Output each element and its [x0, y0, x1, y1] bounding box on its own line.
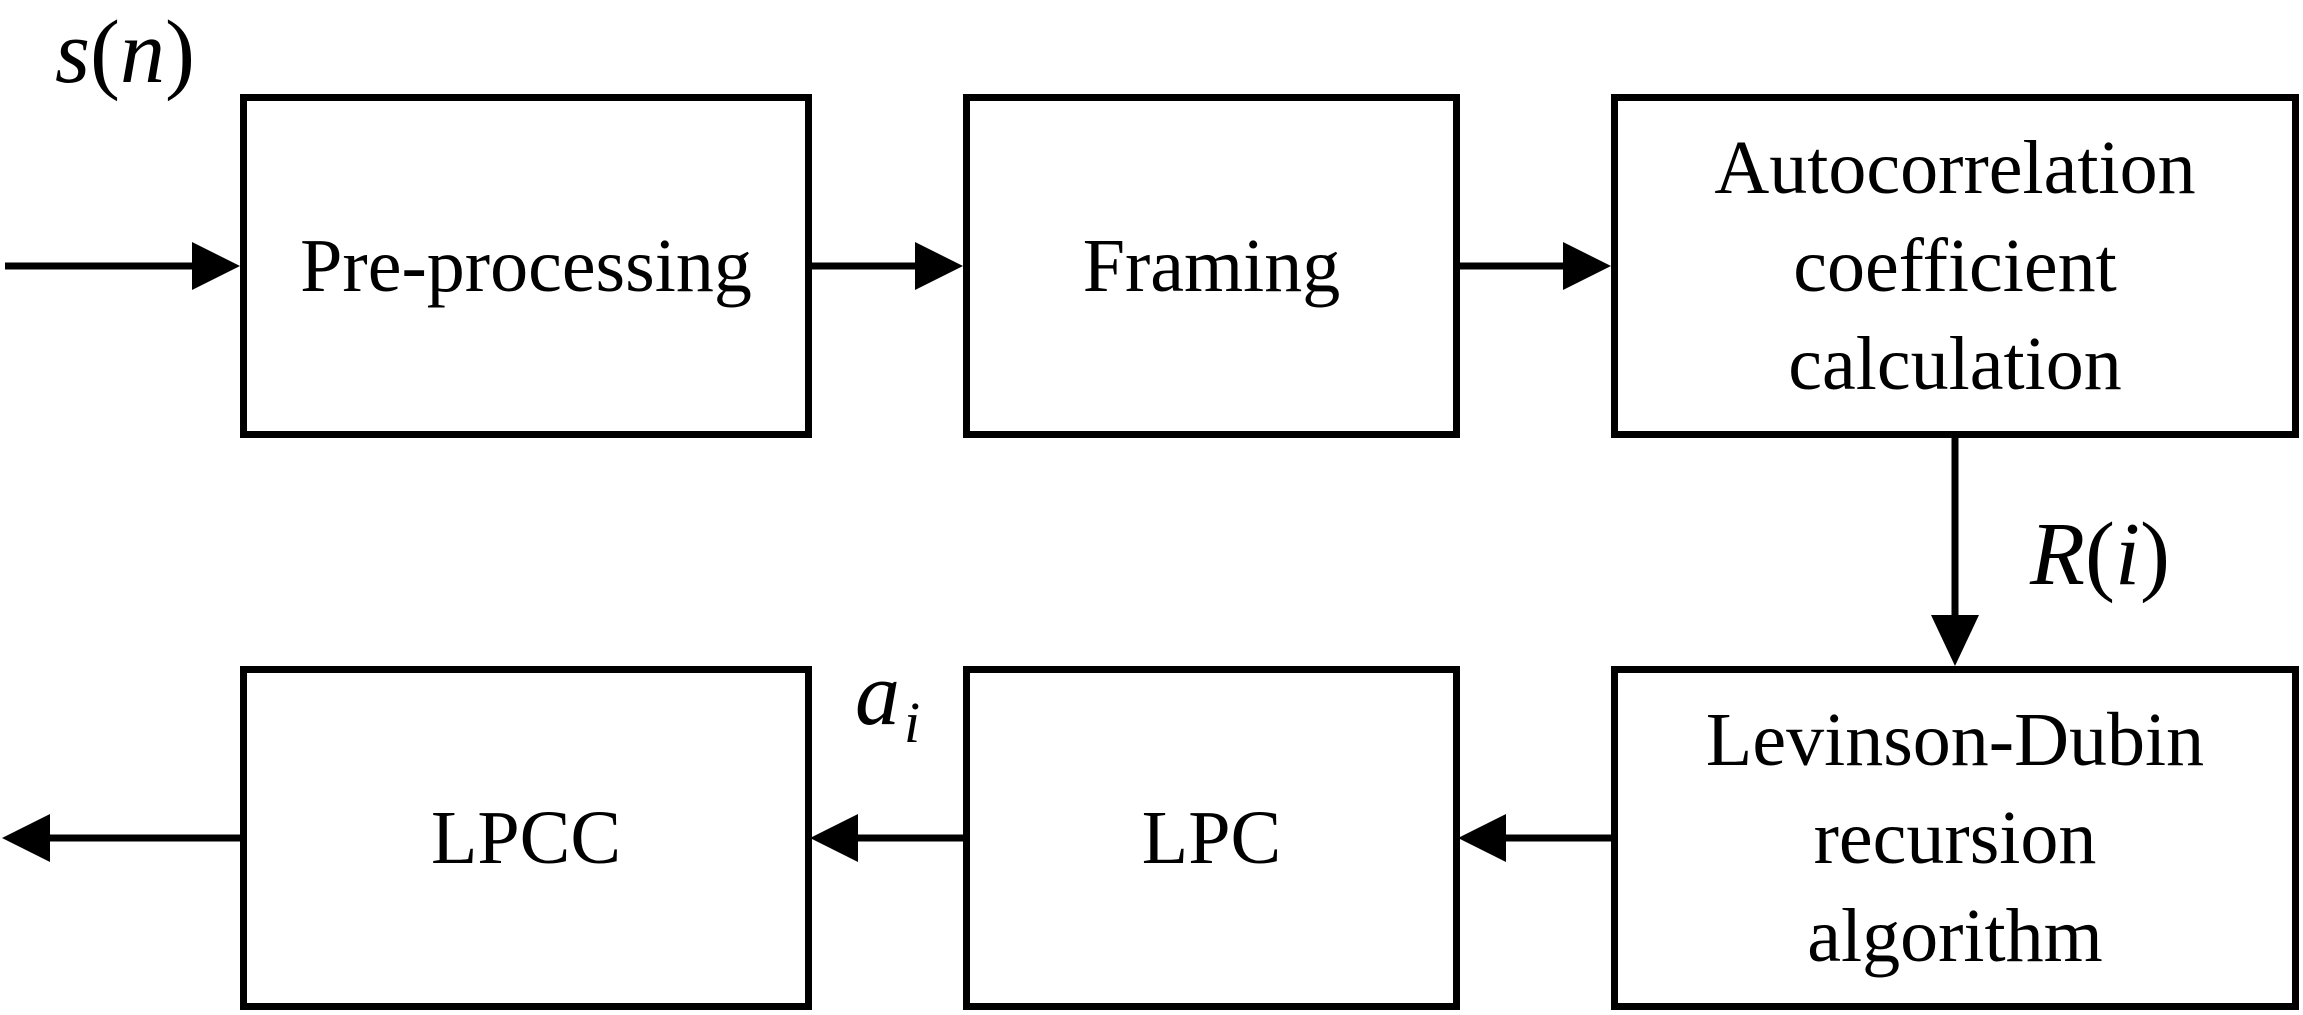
- input-signal-arg: n: [120, 3, 166, 102]
- lpc-block: LPC: [963, 666, 1460, 1010]
- autocorrelation-output-func: R: [2030, 505, 2085, 604]
- framing-block: Framing: [963, 94, 1460, 438]
- lpcc-block: LPCC: [240, 666, 812, 1010]
- arrowhead-output: [2, 814, 50, 862]
- autocorrelation-block: Autocorrelation coefficient calculation: [1611, 94, 2299, 438]
- preprocessing-label: Pre-processing: [300, 224, 752, 308]
- lpc-coefficient-sub: i: [904, 690, 921, 755]
- preprocessing-block: Pre-processing: [240, 94, 812, 438]
- levinson-label: Levinson-Dubin recursion algorithm: [1705, 698, 2205, 978]
- lpc-coefficient-base: a: [855, 645, 900, 744]
- autocorrelation-output-arg: i: [2114, 505, 2140, 604]
- input-signal-label: s(n): [55, 3, 195, 102]
- lpcc-label: LPCC: [430, 796, 622, 880]
- input-signal-func: s: [55, 3, 91, 102]
- arrowhead-into-preprocessing: [192, 242, 240, 290]
- autocorrelation-label: Autocorrelation coefficient calculation: [1714, 126, 2196, 406]
- arrowhead-levinson-to-lpc: [1458, 814, 1506, 862]
- arrowhead-into-framing: [915, 242, 963, 290]
- lpc-label: LPC: [1141, 796, 1282, 880]
- arrowhead-into-levinson: [1931, 615, 1979, 666]
- lpc-coefficient-label: ai: [855, 650, 920, 752]
- arrowhead-into-autocorrelation: [1563, 242, 1611, 290]
- autocorrelation-output-label: R(i): [2030, 505, 2170, 604]
- framing-label: Framing: [1082, 224, 1341, 308]
- levinson-block: Levinson-Dubin recursion algorithm: [1611, 666, 2299, 1010]
- arrowhead-into-lpcc: [810, 814, 858, 862]
